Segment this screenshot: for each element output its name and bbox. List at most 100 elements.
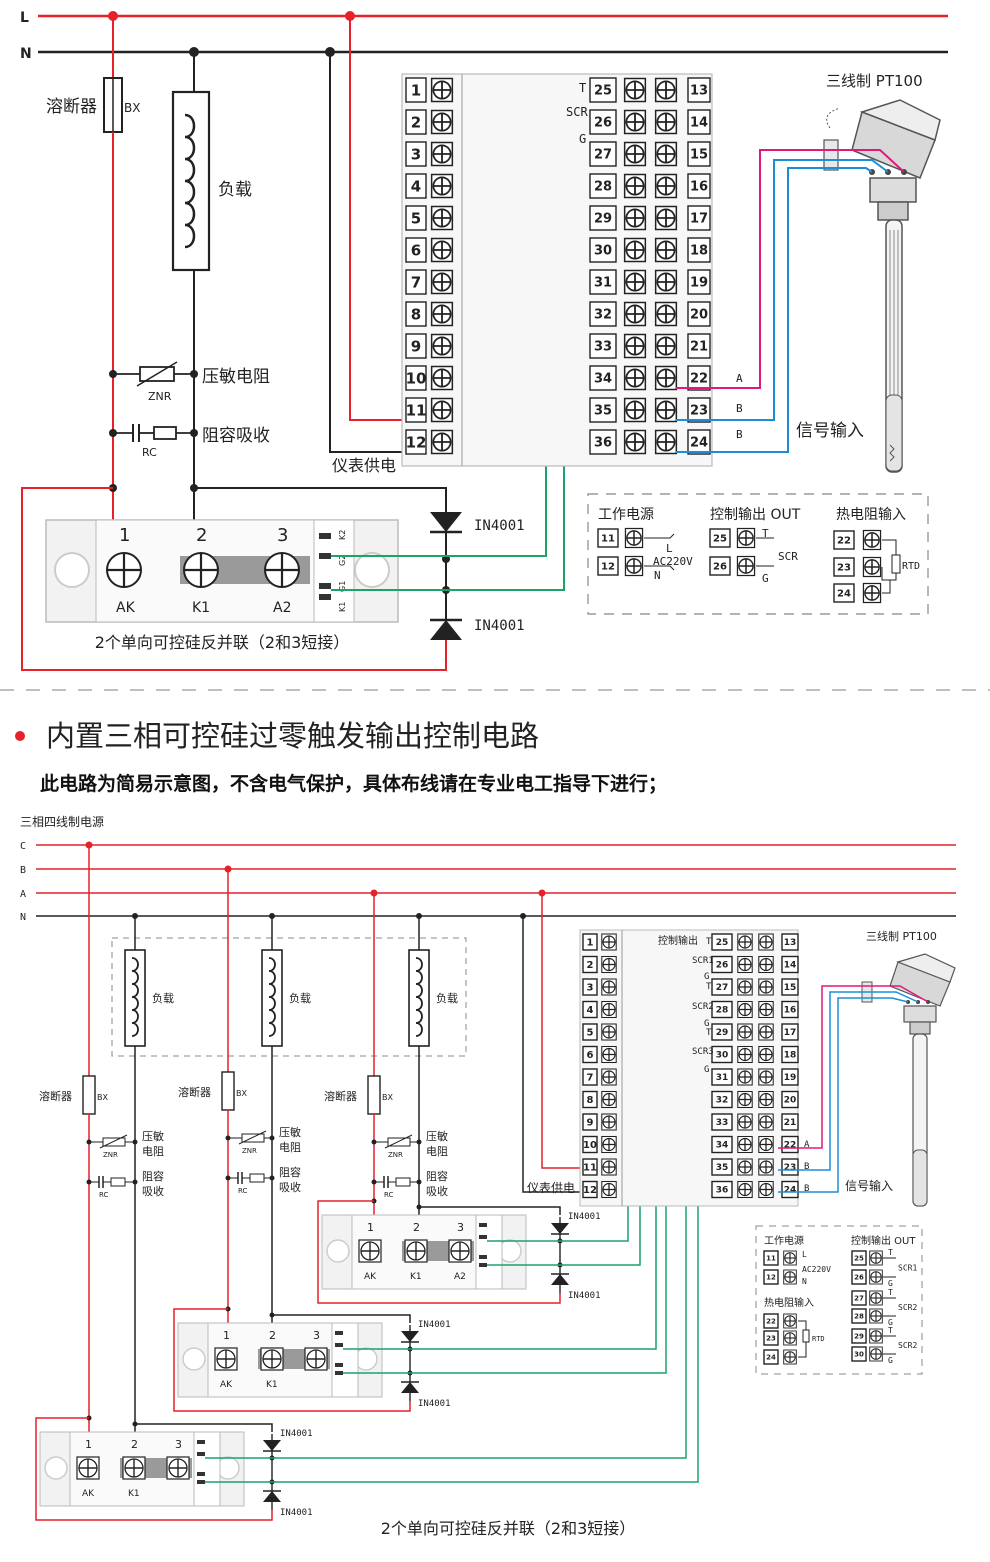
terminal-3: 3 xyxy=(405,141,427,167)
screw-icon xyxy=(624,527,644,549)
legend-term-24: 24 xyxy=(833,583,855,603)
screw-icon xyxy=(430,365,454,391)
screw-icon xyxy=(623,205,647,231)
varistor-label-a: 压敏 xyxy=(279,1125,301,1139)
svg-text:20: 20 xyxy=(784,1096,797,1106)
terminal-34: 34 xyxy=(589,365,617,391)
rc-code: RC xyxy=(99,1191,109,1199)
screw-icon xyxy=(654,109,678,135)
svg-text:7: 7 xyxy=(411,273,421,291)
screw-icon xyxy=(758,1090,774,1109)
screw-icon xyxy=(737,1045,753,1064)
svg-text:29: 29 xyxy=(594,212,612,227)
svg-text:26: 26 xyxy=(854,1274,864,1282)
screw-icon xyxy=(869,1250,883,1266)
fuse-label: 溶断器 xyxy=(178,1085,211,1099)
svg-text:15: 15 xyxy=(784,983,797,993)
screw-icon xyxy=(601,1113,617,1131)
terminal-19: 19 xyxy=(687,269,711,295)
svg-text:12: 12 xyxy=(406,433,427,451)
svg-text:19: 19 xyxy=(784,1073,797,1083)
legend-rtd-title: 热电阻输入 xyxy=(836,507,906,523)
legend-term-11: 11 xyxy=(597,528,619,548)
out-label-g: G xyxy=(704,1019,709,1029)
out-label-scr2: SCR2 xyxy=(692,1002,714,1012)
screw-icon xyxy=(601,1135,617,1154)
screw-icon xyxy=(654,237,678,263)
svg-text:22: 22 xyxy=(690,372,708,387)
svg-text:14: 14 xyxy=(784,961,797,971)
svg-text:30: 30 xyxy=(594,244,612,259)
line-a-label: A xyxy=(20,889,26,900)
legend-term-23: 23 xyxy=(833,557,855,577)
screw-icon xyxy=(737,1113,753,1131)
svg-text:3: 3 xyxy=(411,145,421,163)
screw-icon xyxy=(623,301,647,327)
screw-icon xyxy=(783,1330,797,1346)
svg-text:12: 12 xyxy=(601,562,615,573)
legend-term-26: 26 xyxy=(709,556,731,576)
scr-pin-label-k1: K1 xyxy=(192,600,210,616)
screw-icon xyxy=(654,365,678,391)
legend2-term-26: 26 xyxy=(851,1269,867,1285)
terminal2-9: 9 xyxy=(582,1113,598,1131)
diagram-single-phase: L N 溶断器 BX 负载 ZNR 压敏电阻 xyxy=(20,10,948,671)
svg-text:2: 2 xyxy=(411,113,421,131)
legend-term-12: 12 xyxy=(597,556,619,576)
varistor-code: ZNR xyxy=(103,1151,118,1159)
terminal2-29: 29 xyxy=(711,1023,733,1041)
diode-label: IN4001 xyxy=(280,1508,313,1518)
screw-icon xyxy=(430,301,454,327)
terminal2-15: 15 xyxy=(781,978,799,996)
terminal2-6: 6 xyxy=(582,1045,598,1064)
legend2-sig: T xyxy=(888,1326,893,1335)
screw-icon xyxy=(601,1000,617,1019)
terminal2-4: 4 xyxy=(582,1000,598,1019)
screw-icon xyxy=(623,429,647,455)
svg-text:5: 5 xyxy=(411,209,421,227)
meter-supply-label-2: 仪表供电 xyxy=(527,1181,575,1195)
terminal2-33: 33 xyxy=(711,1113,733,1131)
screw-icon xyxy=(654,429,678,455)
terminal-5: 5 xyxy=(405,205,427,231)
screw-icon xyxy=(654,77,678,103)
section-note: 此电路为简易示意图，不含电气保护，具体布线请在专业电工指导下进行； xyxy=(40,772,667,795)
svg-text:34: 34 xyxy=(594,372,612,387)
legend-out-t: T xyxy=(762,527,769,540)
load-label: 负载 xyxy=(289,991,311,1005)
svg-text:20: 20 xyxy=(690,308,708,323)
svg-text:24: 24 xyxy=(784,1186,797,1196)
svg-text:13: 13 xyxy=(690,84,708,99)
screw-icon xyxy=(758,1158,774,1176)
legend2-term-28: 28 xyxy=(851,1308,867,1324)
screw-icon xyxy=(623,173,647,199)
screw-icon xyxy=(601,933,617,951)
scr-pin: 3 xyxy=(457,1221,464,1234)
screw-icon xyxy=(623,141,647,167)
rc-label-a: 阻容 xyxy=(426,1169,448,1183)
terminal-36: 36 xyxy=(589,429,617,455)
svg-text:18: 18 xyxy=(784,1051,797,1061)
svg-text:10: 10 xyxy=(583,1140,597,1151)
terminal-33: 33 xyxy=(589,333,617,359)
svg-text:23: 23 xyxy=(784,1163,797,1173)
wire-label-b2: B xyxy=(736,428,743,441)
terminal-17: 17 xyxy=(687,205,711,231)
scr-pin-label: AK xyxy=(82,1489,95,1499)
screw-icon xyxy=(869,1290,883,1306)
screw-icon xyxy=(737,1135,753,1154)
screw-icon xyxy=(736,555,756,577)
screw-icon xyxy=(654,205,678,231)
rc-label-a: 阻容 xyxy=(279,1165,301,1179)
screw-icon xyxy=(430,429,454,455)
varistor-label-b: 电阻 xyxy=(279,1141,301,1154)
terminal-25: 25 xyxy=(589,77,617,103)
svg-text:3: 3 xyxy=(587,983,594,994)
rc-label: 阻容吸收 xyxy=(202,426,270,446)
screw-icon xyxy=(869,1346,883,1362)
terminal-4: 4 xyxy=(405,173,427,199)
varistor-label-b: 电阻 xyxy=(142,1145,164,1158)
screw-icon xyxy=(758,1135,774,1154)
